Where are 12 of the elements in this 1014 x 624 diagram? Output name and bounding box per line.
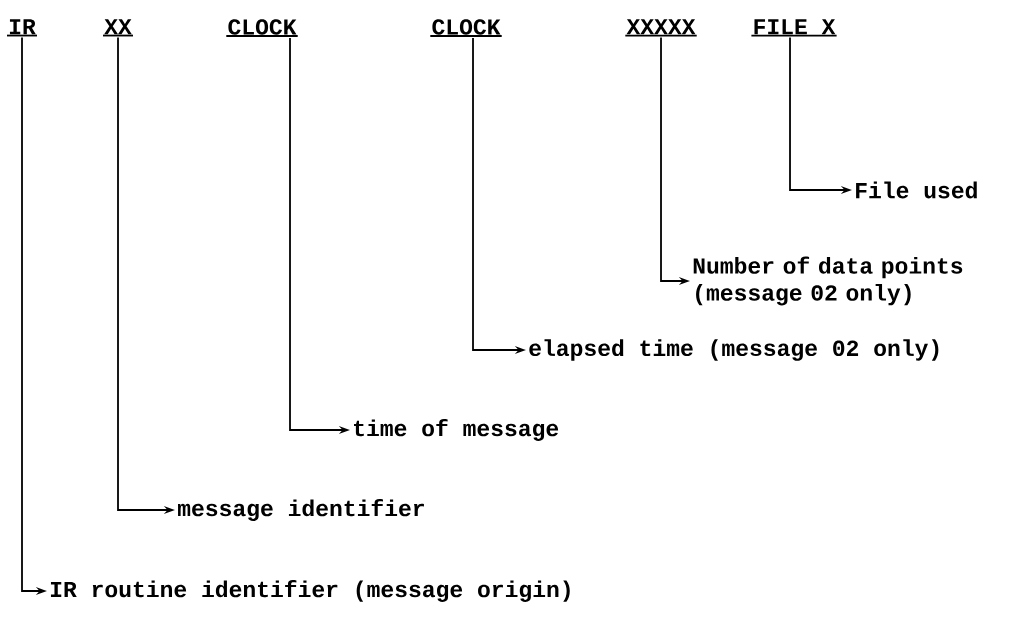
description-text: Number of data points (message 02 only): [693, 256, 963, 306]
underlined-code: XX: [102, 19, 134, 37]
underlined-code: CLOCK: [429, 19, 503, 37]
description-text: elapsed time (message 02 only): [529, 339, 939, 361]
description-text: IR routine identifier (message origin): [50, 580, 570, 602]
underlined-code: XXXXX: [624, 19, 698, 37]
description-text: time of message: [354, 419, 559, 441]
description-text: File used: [856, 181, 977, 199]
underlined-code: CLOCK: [225, 19, 299, 37]
description-text: message identifier: [177, 499, 424, 521]
underlined-code: FILE X: [750, 19, 838, 37]
underlined-code: IR: [6, 19, 38, 37]
